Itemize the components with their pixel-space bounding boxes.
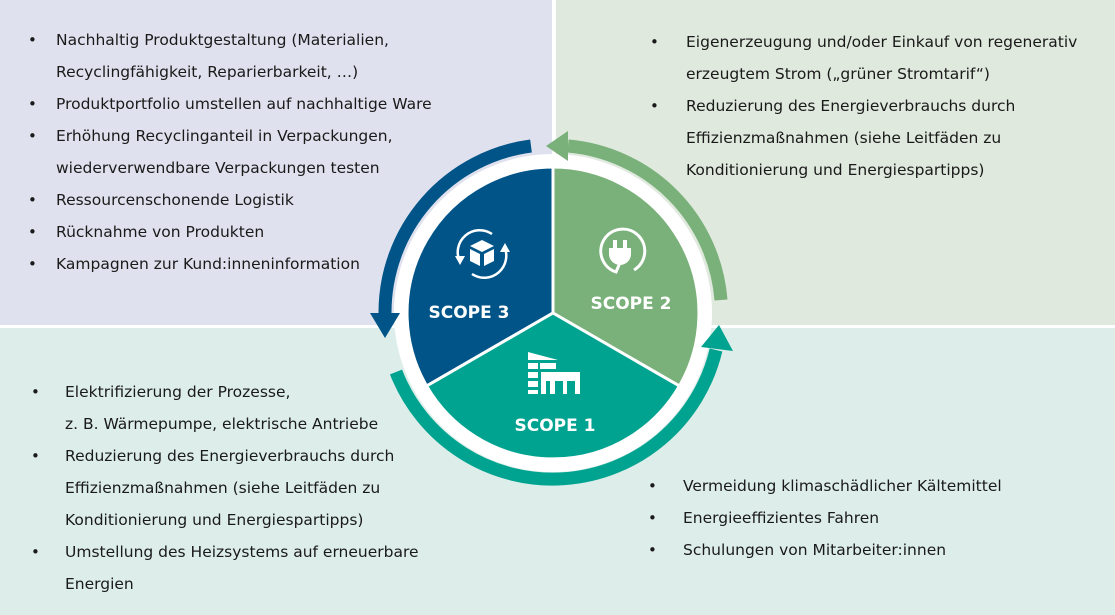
measure-text-line: erzeugtem Strom („grüner Stromtarif“)	[686, 65, 990, 83]
measure-text-line: Vermeidung klimaschädlicher Kältemittel	[683, 477, 1002, 495]
measure-text-line: Schulungen von Mitarbeiter:innen	[683, 541, 947, 559]
measure-text-line: Kampagnen zur Kund:inneninformation	[56, 255, 360, 273]
scope3-measures-list: Nachhaltig Produktgestaltung (Materialie…	[28, 24, 432, 280]
scope1-measures-right-list: Vermeidung klimaschädlicher KältemittelE…	[648, 470, 1002, 566]
measure-text-line: Effizienzmaßnahmen (siehe Leitfäden zu	[65, 479, 381, 497]
factory-icon	[528, 352, 580, 394]
measure-text-line: z. B. Wärmepumpe, elektrische Antriebe	[65, 415, 379, 433]
scope2-segment	[551, 165, 701, 389]
measure-text-line: Reduzierung des Energieverbrauchs durch	[686, 97, 1016, 115]
measure-item: Elektrifizierung der Prozesse, z. B. Wärm…	[31, 376, 419, 440]
measure-text-line: wiederverwendbare Verpackungen testen	[56, 159, 380, 177]
measure-text-line: Elektrifizierung der Prozesse,	[65, 383, 291, 401]
measure-text-line: Reduzierung des Energieverbrauchs durch	[65, 447, 395, 465]
measure-text-line: Recyclingfähigkeit, Reparierbarkeit, …)	[56, 63, 359, 81]
scope1-measures-left-list: Elektrifizierung der Prozesse, z. B. Wärm…	[31, 376, 419, 600]
recycle-box-icon	[455, 229, 510, 279]
measure-text-line: Produktportfolio umstellen auf nachhalti…	[56, 95, 432, 113]
scope2-arrow	[546, 131, 728, 301]
plug-icon	[599, 227, 647, 274]
measure-item: Vermeidung klimaschädlicher Kältemittel	[648, 470, 1002, 502]
scope3-arrow	[370, 139, 532, 338]
measure-text-line: Energien	[65, 575, 134, 593]
scope2-measures-list: Eigenerzeugung und/oder Einkauf von rege…	[650, 26, 1078, 186]
measure-text-line: Effizienzmaßnahmen (siehe Leitfäden zu	[686, 129, 1002, 147]
measure-item: Eigenerzeugung und/oder Einkauf von rege…	[650, 26, 1078, 90]
measure-item: Erhöhung Recyclinganteil in Verpackungen…	[28, 120, 432, 184]
scope2-label: SCOPE 2	[591, 294, 672, 314]
measure-text-line: Ressourcenschonende Logistik	[56, 191, 294, 209]
measure-item: Ressourcenschonende Logistik	[28, 184, 432, 216]
scope1-label: SCOPE 1	[515, 416, 596, 436]
measure-item: Reduzierung des Energieverbrauchs durchE…	[31, 440, 419, 536]
measure-text-line: Konditionierung und Energiespartipps)	[65, 511, 364, 529]
measure-item: Energieeffizientes Fahren	[648, 502, 1002, 534]
measure-text-line: Konditionierung und Energiespartipps)	[686, 161, 985, 179]
measure-item: Schulungen von Mitarbeiter:innen	[648, 534, 1002, 566]
measure-item: Produktportfolio umstellen auf nachhalti…	[28, 88, 432, 120]
measure-item: Kampagnen zur Kund:inneninformation	[28, 248, 432, 280]
measure-text-line: Nachhaltig Produktgestaltung (Materialie…	[56, 31, 389, 49]
measure-item: Nachhaltig Produktgestaltung (Materialie…	[28, 24, 432, 88]
scope1-arrow	[389, 325, 733, 486]
measure-item: Reduzierung des Energieverbrauchs durchE…	[650, 90, 1077, 186]
measure-text-line: Erhöhung Recyclinganteil in Verpackungen…	[56, 127, 393, 145]
measure-text-line: Rücknahme von Produkten	[56, 223, 265, 241]
measure-text-line: Energieeffizientes Fahren	[683, 509, 880, 527]
scope3-label: SCOPE 3	[429, 303, 510, 323]
measure-item: Rücknahme von Produkten	[28, 216, 432, 248]
measure-text-line: Umstellung des Heizsystems auf erneuerba…	[65, 543, 419, 561]
measure-item: Umstellung des Heizsystems auf erneuerba…	[31, 536, 419, 600]
measure-text-line: Eigenerzeugung und/oder Einkauf von rege…	[686, 33, 1078, 51]
